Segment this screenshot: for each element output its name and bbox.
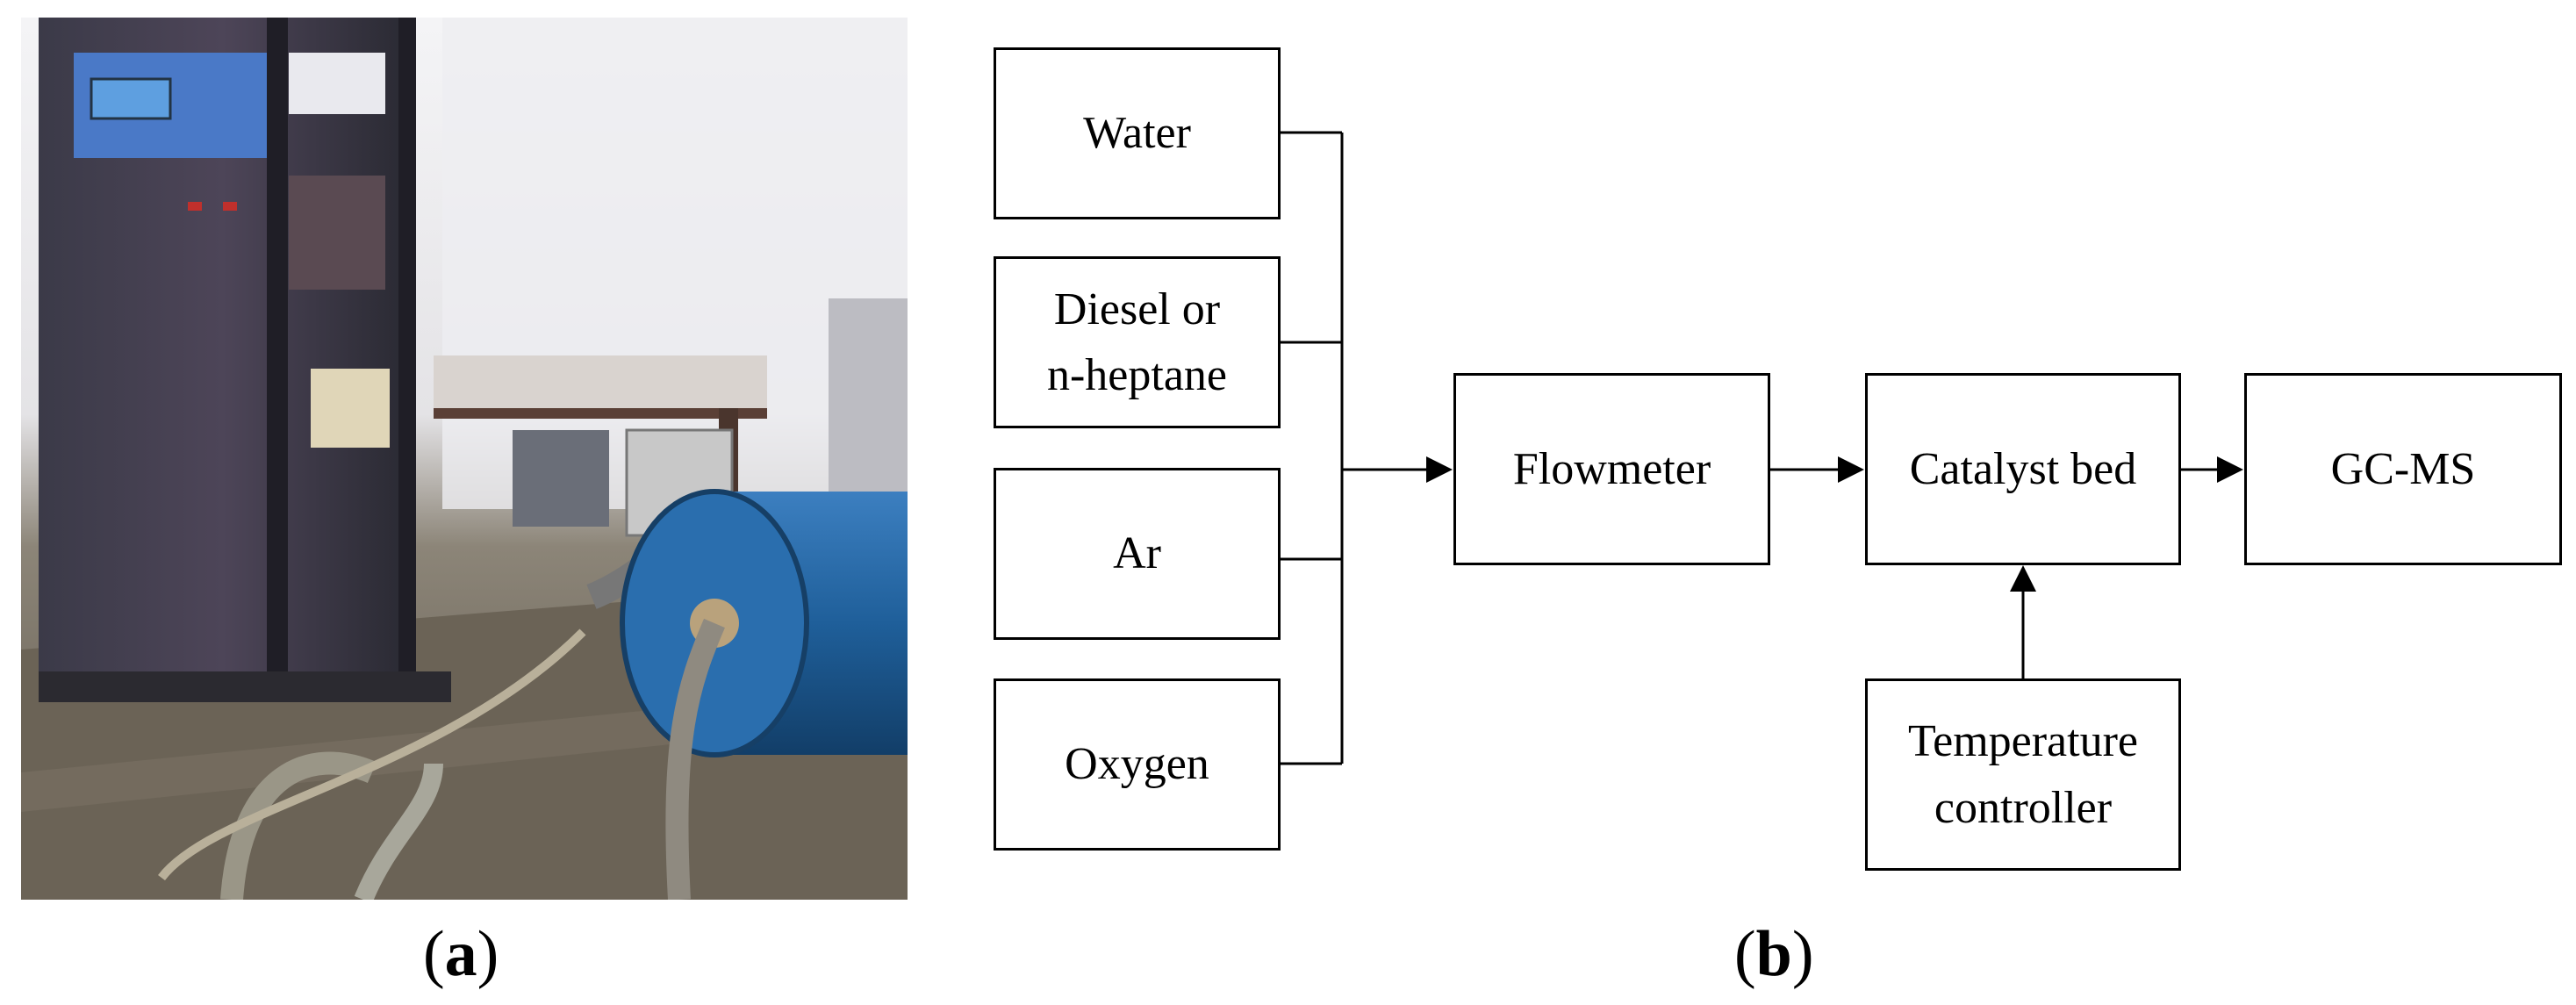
panel-a-label: (a) (423, 918, 499, 990)
flowmeter-label: Flowmeter (1512, 443, 1711, 494)
flowmeter-box: Flowmeter (1453, 373, 1770, 565)
catalyst-bed-box: Catalyst bed (1865, 373, 2181, 565)
temperature-controller-box: Temperature controller (1865, 678, 2181, 871)
fuel-label-line2: n-heptane (1046, 350, 1227, 400)
ar-label: Ar (1113, 528, 1161, 579)
water-label: Water (1083, 108, 1191, 159)
workbench-panel (434, 355, 767, 408)
oxygen-box: Oxygen (994, 678, 1281, 851)
water-box: Water (994, 47, 1281, 219)
temperature-controller-label-line2: controller (1934, 782, 2113, 833)
fuel-label-line1: Diesel or (1053, 284, 1221, 334)
experimental-setup-photo (21, 18, 908, 900)
catalyst-bed-label: Catalyst bed (1909, 443, 2137, 494)
gcms-label: GC-MS (2330, 443, 2476, 494)
temperature-controller-label-line1: Temperature (1908, 716, 2138, 767)
gcms-box: GC-MS (2244, 373, 2562, 565)
oxygen-label: Oxygen (1065, 739, 1209, 790)
panel-b-label: (b) (1734, 918, 1814, 990)
ar-box: Ar (994, 468, 1281, 640)
fuel-box: Diesel or n-heptane (994, 256, 1281, 428)
